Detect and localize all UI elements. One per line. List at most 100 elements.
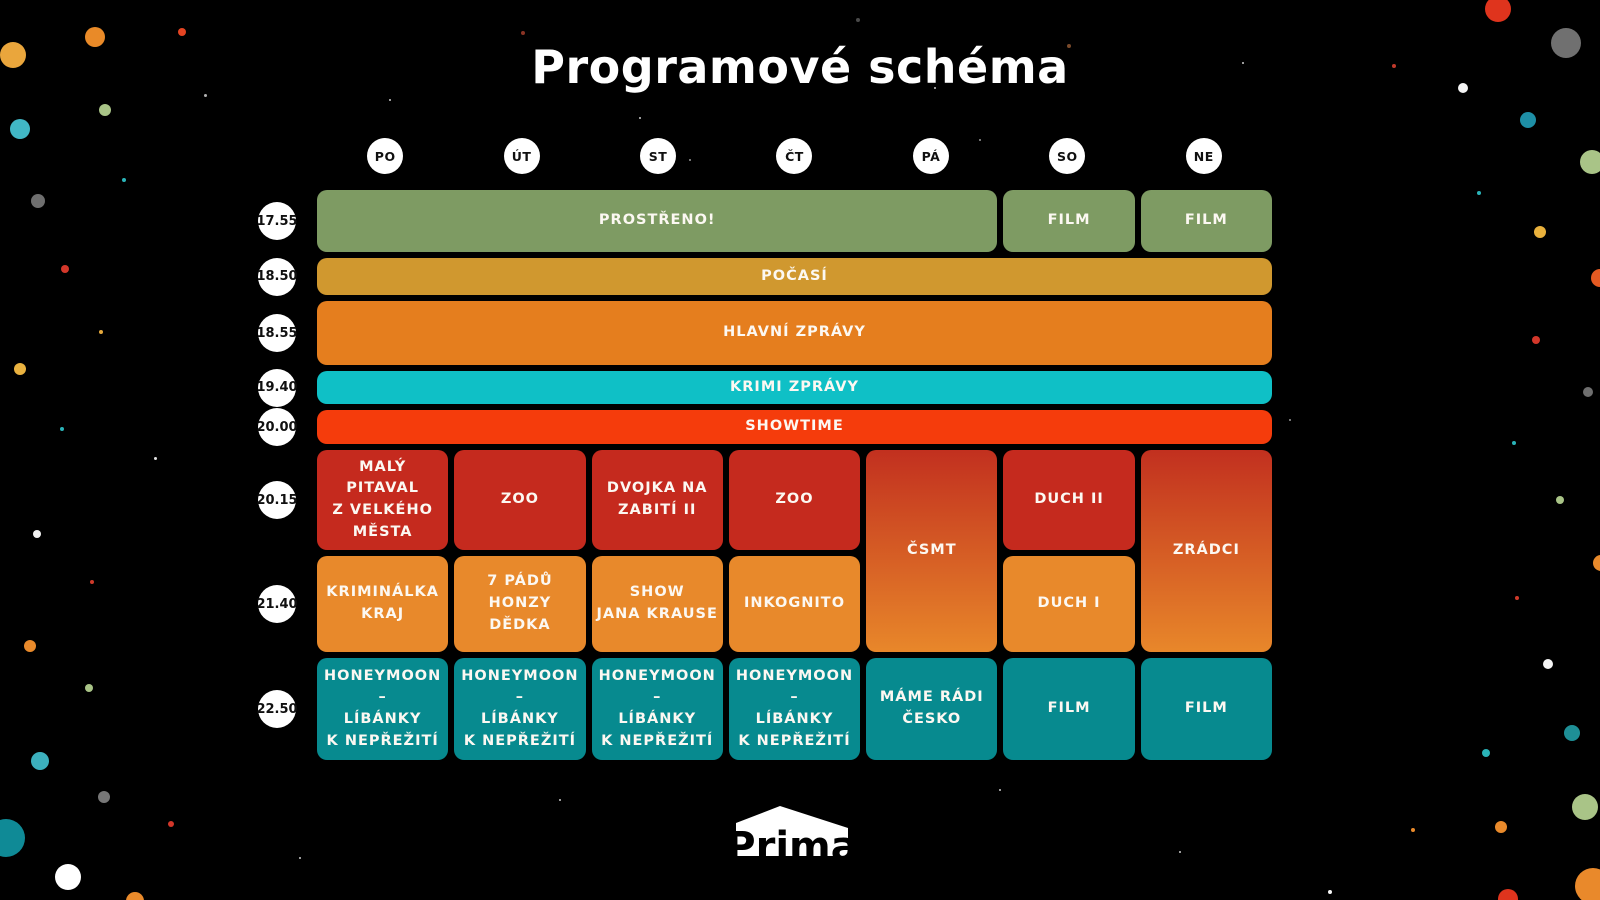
program-cell[interactable]: POČASÍ: [317, 258, 1272, 295]
day-circle-2: ÚT: [503, 138, 540, 174]
confetti-dot: [55, 864, 81, 890]
program-cell-label: SHOW JANA KRAUSE: [596, 584, 718, 622]
confetti-dot: [1411, 828, 1415, 832]
confetti-dot: [153, 456, 157, 460]
program-cell-label: FILM: [1184, 700, 1228, 717]
program-cell-label: POČASÍ: [761, 267, 828, 284]
confetti-dot: [1551, 28, 1581, 58]
program-cell-label: SHOWTIME: [745, 418, 844, 435]
program-cell-label: KRIMI ZPRÁVY: [730, 378, 859, 395]
program-cell-label: HONEYMOON – LÍBÁNKY K NEPŘEŽITÍ: [598, 667, 716, 749]
program-cell[interactable]: MALÝ PITAVAL Z VELKÉHO MĚSTA: [317, 450, 449, 550]
confetti-dot: [1520, 112, 1536, 128]
program-cell[interactable]: 7 PÁDŮ HONZY DĚDKA: [454, 556, 586, 652]
confetti-dot: [85, 27, 105, 47]
program-cell[interactable]: FILM: [1140, 190, 1272, 252]
prima-logo: Prima: [726, 806, 858, 870]
time-circle-1755: 17.55: [256, 202, 298, 240]
confetti-dot: [1328, 890, 1332, 894]
confetti-dot: [1289, 419, 1291, 421]
program-cell[interactable]: ZOO: [728, 450, 861, 550]
confetti-dot: [1572, 794, 1598, 820]
program-cell[interactable]: INKOGNITO: [728, 556, 861, 652]
program-cell-label: PROSTŘENO!: [598, 212, 716, 229]
program-cell[interactable]: DUCH II: [1003, 450, 1135, 550]
program-cell[interactable]: DUCH I: [1003, 556, 1135, 652]
program-cell[interactable]: SHOWTIME: [317, 410, 1272, 444]
confetti-dot: [1534, 226, 1546, 238]
program-cell[interactable]: MÁME RÁDI ČESKO: [866, 658, 998, 760]
confetti-dot: [689, 159, 691, 161]
program-cell-label: 7 PÁDŮ HONZY DĚDKA: [487, 573, 553, 633]
program-cell[interactable]: FILM: [1003, 658, 1135, 760]
program-cell[interactable]: HONEYMOON – LÍBÁNKY K NEPŘEŽITÍ: [728, 658, 861, 760]
confetti-dot: [33, 530, 41, 538]
time-circle-2015: 20.15: [256, 481, 298, 519]
confetti-dot: [999, 789, 1001, 791]
confetti-dot: [1583, 387, 1593, 397]
confetti-dot: [1477, 191, 1481, 195]
day-circle-5: PÁ: [912, 138, 949, 174]
program-cell[interactable]: DVOJKA NA ZABITÍ II: [591, 450, 723, 550]
confetti-dot: [24, 640, 36, 652]
confetti-dot: [1532, 336, 1540, 344]
day-circle-4: ČT: [776, 138, 813, 174]
confetti-dot: [1591, 269, 1600, 287]
confetti-dot: [1392, 64, 1396, 68]
program-cell[interactable]: KRIMINÁLKA KRAJ: [317, 556, 449, 652]
confetti-dot: [1515, 596, 1519, 600]
program-cell[interactable]: HLAVNÍ ZPRÁVY: [317, 301, 1272, 365]
page-title: Programové schéma: [531, 40, 1069, 94]
program-cell[interactable]: FILM: [1003, 190, 1135, 252]
program-cell[interactable]: HONEYMOON – LÍBÁNKY K NEPŘEŽITÍ: [591, 658, 723, 760]
confetti-dot: [203, 93, 207, 97]
program-cell-label: FILM: [1047, 700, 1091, 717]
confetti-dot: [10, 119, 30, 139]
program-cell-label: ZRÁDCI: [1172, 542, 1240, 559]
confetti-dot: [1556, 496, 1564, 504]
day-circle-6: SO: [1049, 138, 1086, 174]
confetti-dot: [934, 87, 936, 89]
program-cell[interactable]: PROSTŘENO!: [317, 190, 998, 252]
confetti-dot: [85, 684, 93, 692]
program-cell-label: FILM: [1184, 212, 1228, 229]
confetti-dot: [1179, 851, 1181, 853]
time-circle-1940: 19.40: [256, 368, 298, 407]
day-circle-1: PO: [367, 138, 404, 174]
time-circle-1855: 18.55: [256, 314, 298, 352]
confetti-dot: [122, 178, 126, 182]
program-cell[interactable]: HONEYMOON – LÍBÁNKY K NEPŘEŽITÍ: [454, 658, 586, 760]
program-cell[interactable]: ZOO: [454, 450, 586, 550]
program-cell-label: HONEYMOON – LÍBÁNKY K NEPŘEŽITÍ: [324, 667, 442, 749]
confetti-dot: [1242, 62, 1244, 64]
schedule-grid: PROSTŘENO! FILM FILM POČASÍ HLAVNÍ ZPRÁVY KRI…: [317, 190, 1272, 760]
program-cell-label: MÁME RÁDI ČESKO: [879, 689, 984, 727]
confetti-dot: [126, 892, 144, 900]
confetti-dot: [90, 580, 94, 584]
program-cell-label: DUCH I: [1037, 595, 1101, 612]
time-circle-1850: 18.50: [256, 257, 298, 296]
confetti-dot: [979, 139, 981, 141]
program-cell[interactable]: KRIMI ZPRÁVY: [317, 371, 1272, 404]
confetti-dot: [99, 330, 103, 334]
program-cell[interactable]: ČSMT: [866, 450, 998, 652]
confetti-dot: [1580, 150, 1600, 174]
program-cell[interactable]: SHOW JANA KRAUSE: [591, 556, 723, 652]
program-cell[interactable]: ZRÁDCI: [1140, 450, 1272, 652]
confetti-dot: [1543, 659, 1553, 669]
confetti-dot: [31, 194, 45, 208]
confetti-dot: [299, 857, 301, 859]
confetti-dot: [178, 28, 186, 36]
program-cell-label: DUCH II: [1034, 491, 1104, 508]
program-cell[interactable]: FILM: [1140, 658, 1272, 760]
confetti-dot: [0, 42, 26, 68]
confetti-dot: [1482, 749, 1490, 757]
program-cell[interactable]: HONEYMOON – LÍBÁNKY K NEPŘEŽITÍ: [317, 658, 449, 760]
confetti-dot: [99, 104, 111, 116]
confetti-dot: [1498, 889, 1518, 900]
time-circle-2000: 20.00: [256, 408, 298, 446]
confetti-dot: [0, 819, 25, 857]
confetti-dot: [521, 31, 525, 35]
confetti-dot: [60, 427, 64, 431]
